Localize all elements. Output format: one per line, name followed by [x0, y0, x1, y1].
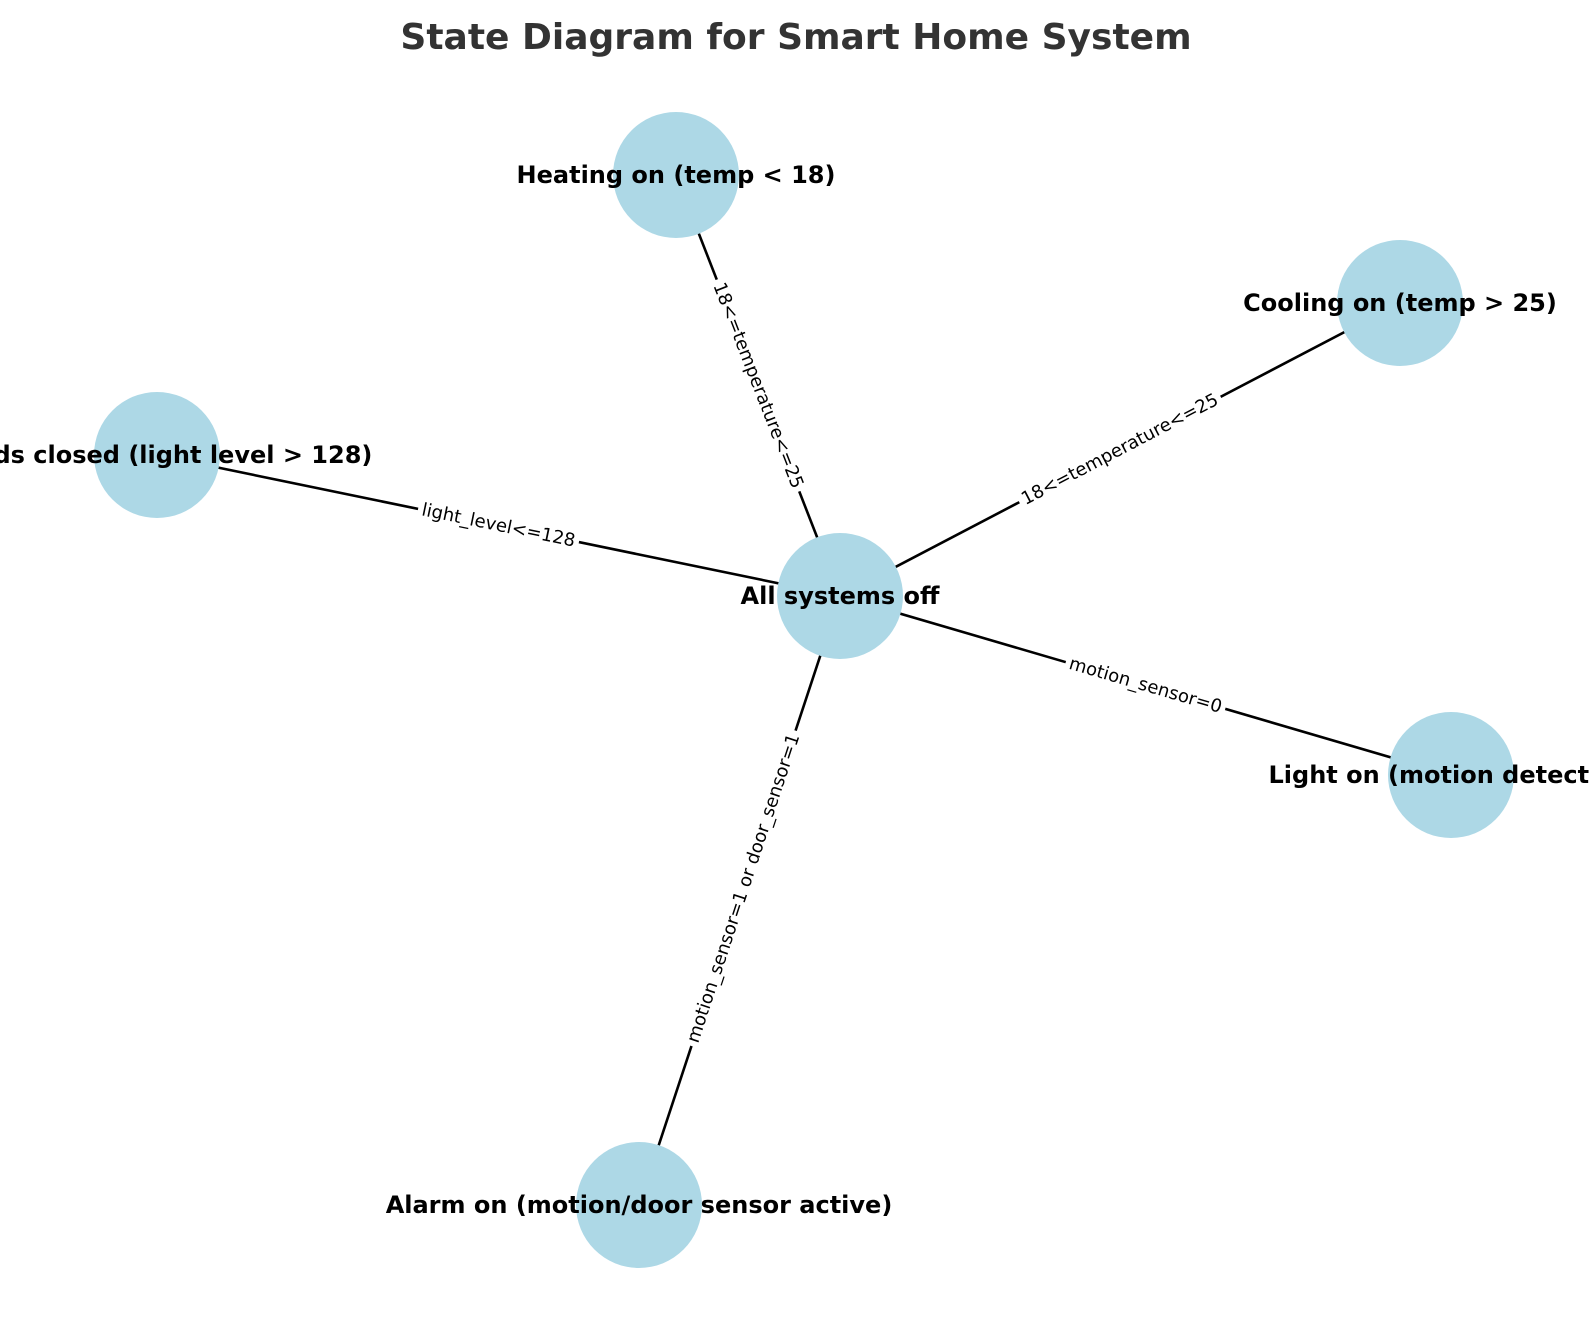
node-labels-layer: All systems off Heating on (temp < 18) Coo…	[0, 161, 1589, 1219]
state-label-light: Light on (motion detected)	[1269, 761, 1589, 789]
edge-label: motion_sensor=1 or door_sensor=1	[683, 731, 805, 1045]
edge-label-background	[1062, 651, 1229, 720]
edge-labels-layer: 18<=temperature<=25 18<=temperature<=25 li…	[415, 275, 1229, 1050]
edge-label-background	[1014, 387, 1226, 512]
edge-label-group-1: 18<=temperature<=25	[1014, 387, 1226, 512]
edge-label-background	[706, 275, 810, 496]
nodes-layer	[94, 112, 1514, 1268]
edges-layer	[156, 174, 1452, 1206]
state-node-off	[777, 533, 903, 659]
diagram-title: State Diagram for Smart Home System	[400, 17, 1191, 58]
state-node-heating	[613, 112, 739, 238]
state-label-alarm: Alarm on (motion/door sensor active)	[386, 1191, 893, 1219]
edge-label-group-4: motion_sensor=1 or door_sensor=1	[681, 727, 807, 1050]
edge-label-group-3: motion_sensor=0	[1062, 651, 1229, 720]
edge-label-background	[415, 498, 582, 553]
edge-label-background	[681, 727, 807, 1050]
edge-label: motion_sensor=0	[1067, 653, 1225, 718]
edge-label: 18<=temperature<=25	[1018, 389, 1222, 509]
state-label-cooling: Cooling on (temp > 25)	[1243, 289, 1557, 317]
state-label-heating: Heating on (temp < 18)	[517, 161, 836, 189]
edge-label-group-0: 18<=temperature<=25	[706, 275, 810, 496]
state-node-alarm	[576, 1142, 702, 1268]
state-node-light	[1388, 712, 1514, 838]
state-node-cooling	[1337, 240, 1463, 366]
state-node-blinds	[94, 392, 220, 518]
state-label-off: All systems off	[741, 582, 940, 610]
state-label-blinds: Blinds closed (light level > 128)	[0, 441, 372, 469]
edge-label-group-2: light_level<=128	[415, 498, 582, 553]
edge-label: 18<=temperature<=25	[708, 280, 807, 492]
edge-label: light_level<=128	[420, 499, 577, 551]
